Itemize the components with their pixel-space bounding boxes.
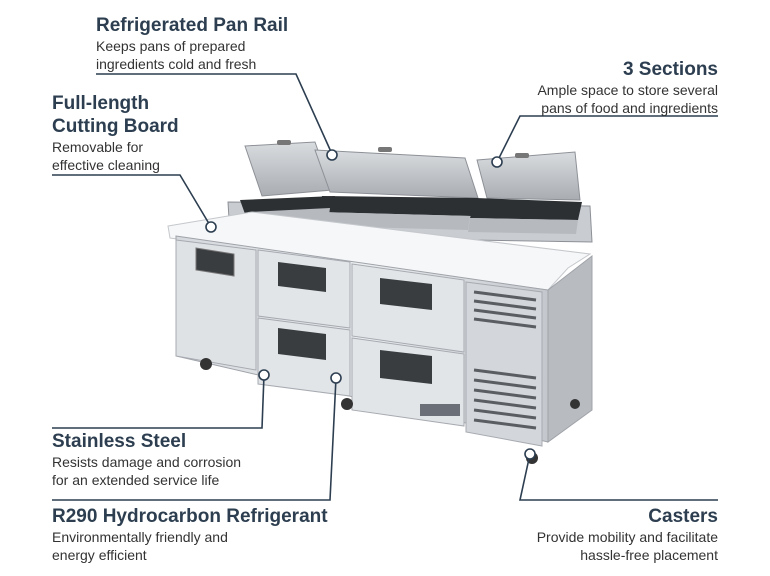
callout-sections: 3 Sections Ample space to store several …: [537, 58, 718, 117]
pan-rail-title: Refrigerated Pan Rail: [96, 15, 289, 36]
stainless-desc-1: Resists damage and corrosion: [52, 454, 242, 470]
pan-rail-desc-2: ingredients cold and fresh: [96, 56, 257, 72]
cutting-board-desc-1: Removable for: [52, 139, 144, 155]
casters-title: Casters: [648, 506, 718, 527]
leader-lines: [52, 73, 718, 501]
refrigerant-desc-1: Environmentally friendly and: [52, 529, 228, 545]
refrigerant-title: R290 Hydrocarbon Refrigerant: [52, 506, 328, 527]
callout-cutting-board: Full-length Cutting Board Removable for …: [52, 92, 179, 174]
lids: [244, 140, 581, 201]
callout-casters: Casters Provide mobility and facilitate …: [537, 505, 718, 564]
sections-title: 3 Sections: [622, 59, 718, 80]
pan-rail-desc-1: Keeps pans of prepared: [96, 38, 246, 54]
sections-desc-2: pans of food and ingredients: [541, 100, 718, 116]
callout-stainless-steel: Stainless Steel Resists damage and corro…: [52, 430, 241, 489]
stainless-title: Stainless Steel: [52, 431, 187, 452]
stainless-desc-2: for an extended service life: [52, 472, 220, 488]
cabinet: [175, 235, 593, 447]
cutting-board-title-2: Cutting Board: [52, 116, 179, 137]
casters-desc-2: hassle-free placement: [580, 547, 718, 563]
cutting-board-title-1: Full-length: [52, 93, 150, 114]
casters-desc-1: Provide mobility and facilitate: [536, 529, 718, 545]
cutting-board: [167, 211, 592, 291]
cutting-board-desc-2: effective cleaning: [52, 157, 160, 173]
refrigerant-desc-2: energy efficient: [52, 547, 147, 563]
sections-desc-1: Ample space to store several: [537, 82, 718, 98]
callout-refrigerant: R290 Hydrocarbon Refrigerant Environment…: [52, 505, 328, 564]
callout-pan-rail: Refrigerated Pan Rail Keeps pans of prep…: [96, 14, 288, 73]
callout-dots: [205, 149, 536, 460]
